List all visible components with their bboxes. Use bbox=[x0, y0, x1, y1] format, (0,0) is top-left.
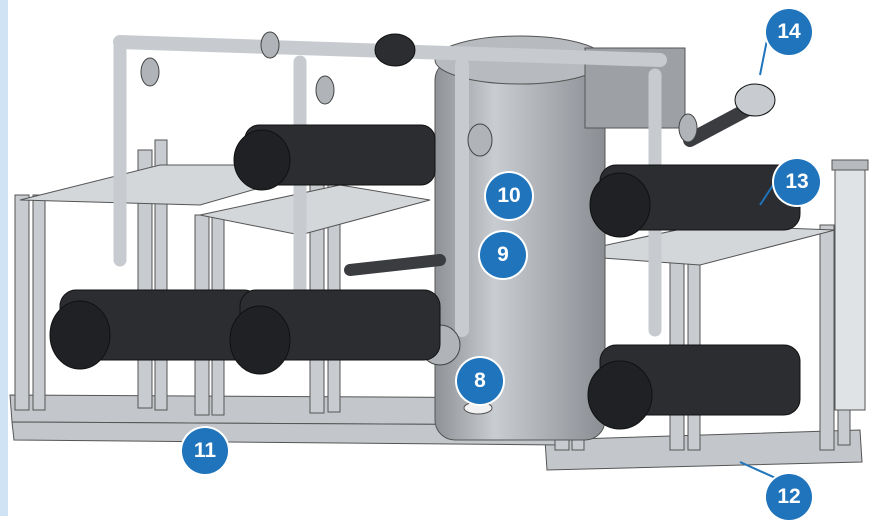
callout-13: 13 bbox=[774, 159, 820, 205]
callout-10: 10 bbox=[486, 173, 532, 219]
callout-8: 8 bbox=[457, 358, 503, 404]
callout-12: 12 bbox=[766, 474, 812, 520]
callout-11: 11 bbox=[182, 428, 228, 474]
filter-column bbox=[831, 159, 869, 411]
pump-motors bbox=[49, 33, 801, 430]
left-accent-strip bbox=[0, 0, 8, 516]
callout-9: 9 bbox=[480, 232, 526, 278]
callout-14: 14 bbox=[766, 9, 812, 55]
